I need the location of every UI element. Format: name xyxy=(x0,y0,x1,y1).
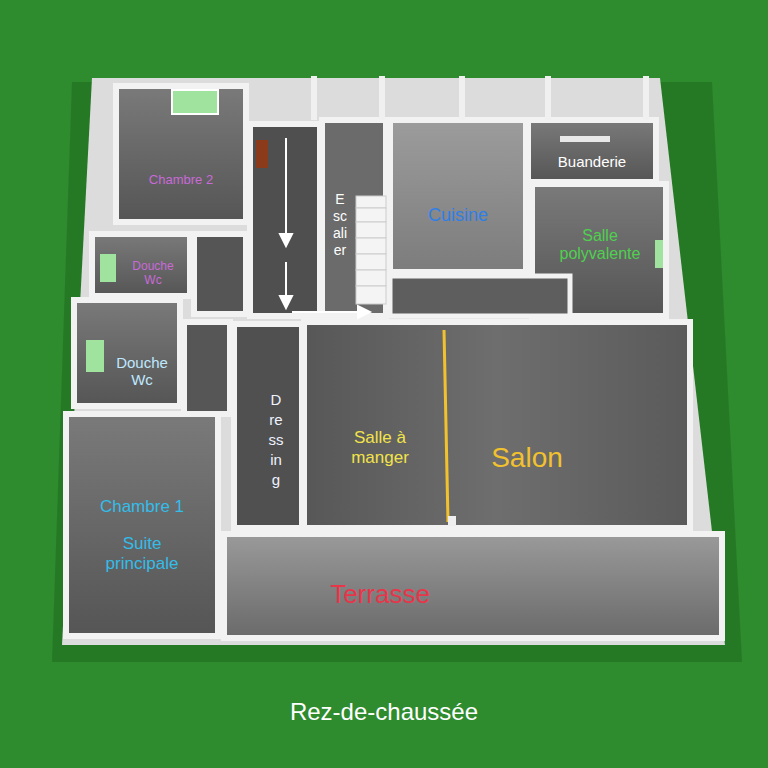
room-label: Chambre 2 xyxy=(120,150,242,210)
room-name: Terrasse xyxy=(330,580,430,610)
room-name: Salle polyvalente xyxy=(545,227,655,264)
room-name: Buanderie xyxy=(558,153,626,170)
stair-label: Escalier xyxy=(324,150,356,300)
room-name: Chambre 2 xyxy=(149,173,213,188)
room-name: Chambre 1 xyxy=(100,497,184,517)
room-name: Salle à manger xyxy=(330,428,430,467)
room-name: Douche Wc xyxy=(107,354,177,389)
room-label: Chambre 1 Suite principale xyxy=(72,470,212,600)
room-label: Salon xyxy=(452,430,602,486)
room-label: Salle polyvalente xyxy=(536,214,664,276)
room-name: Suite principale xyxy=(87,534,197,573)
room-label: Dressing xyxy=(262,354,290,526)
vertical-label: Escalier xyxy=(333,191,347,259)
room-label: Cuisine xyxy=(392,190,524,240)
room-label: Terrasse xyxy=(300,570,460,620)
caption: Rez-de-chaussée xyxy=(0,698,768,726)
room-name: Salon xyxy=(491,442,563,474)
room-label: Salle à manger xyxy=(318,416,442,480)
vertical-label: Dressing xyxy=(269,390,284,490)
room-name: Cuisine xyxy=(428,205,488,226)
room-label: Douche Wc xyxy=(104,346,180,396)
room-name: Douche Wc xyxy=(125,260,181,288)
room-label: Buanderie xyxy=(530,146,654,178)
room-label: Douche Wc xyxy=(118,254,188,294)
